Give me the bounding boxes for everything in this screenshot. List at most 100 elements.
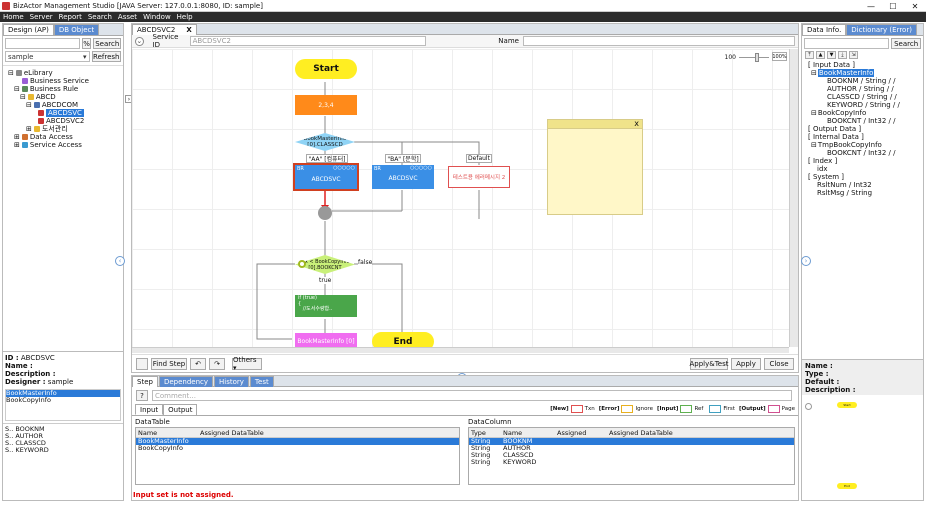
percent-button[interactable]: %: [81, 38, 92, 49]
tree-node-business-rule[interactable]: ⊟Business Rule: [14, 85, 79, 93]
table-row[interactable]: BookCopyInfo: [138, 444, 183, 452]
menu-server[interactable]: Server: [29, 13, 53, 21]
maximize-button[interactable]: ☐: [889, 1, 897, 11]
bookmaster-node[interactable]: BookMasterInfo [0]: [295, 333, 357, 350]
tab-output[interactable]: Output: [163, 404, 198, 415]
undo-button[interactable]: ↶: [190, 357, 206, 370]
flow-canvas[interactable]: 100 100% Start 2,3,4: [132, 49, 789, 351]
list-item[interactable]: S.. BOOKNM: [5, 425, 45, 433]
collapse-header-icon[interactable]: ⌄: [135, 36, 144, 46]
column-header[interactable]: Name: [503, 428, 523, 437]
move-bottom-icon[interactable]: ⤓: [838, 51, 847, 59]
menu-window[interactable]: Window: [143, 13, 171, 21]
service-name-field[interactable]: [522, 36, 795, 46]
service-node-abcdsvc-2[interactable]: BR ○○○○○ ABCDSVC: [372, 165, 434, 189]
tree-node[interactable]: [ Input Data ]: [808, 61, 855, 69]
tree-node-abcdsvc2[interactable]: ABCDSVC2: [6, 117, 120, 125]
move-top-icon[interactable]: ⤒: [805, 51, 814, 59]
list-item[interactable]: BookCopyInfo: [6, 396, 51, 404]
move-up-icon[interactable]: ▲: [816, 51, 825, 59]
decision-node-classcd[interactable]: BookMasterInfo [0].CLASSCD: [295, 133, 355, 151]
right-search-button[interactable]: Search: [891, 38, 921, 49]
tree-node-service-access[interactable]: ⊞Service Access: [14, 141, 82, 149]
tree-node[interactable]: idx: [817, 165, 828, 173]
close-tab-icon[interactable]: X: [186, 26, 192, 34]
menu-asset[interactable]: Asset: [117, 13, 138, 21]
comment-field[interactable]: Comment...: [152, 390, 792, 401]
vertical-scrollbar[interactable]: [789, 49, 798, 347]
memo-close-icon[interactable]: x: [634, 119, 639, 128]
apply-button[interactable]: Apply: [731, 357, 761, 370]
tree-node[interactable]: ⊟BookCopyInfo: [811, 109, 867, 117]
minimize-button[interactable]: —: [867, 1, 875, 11]
left-search-input[interactable]: [5, 38, 80, 49]
table-row[interactable]: BookMasterInfo: [136, 438, 459, 445]
tab-data-info[interactable]: Data Info.: [802, 24, 847, 35]
column-header[interactable]: Assigned: [557, 428, 587, 437]
if-code-block[interactable]: if (true) { //도서수량합..: [295, 295, 357, 317]
redo-button[interactable]: ↷: [209, 357, 225, 370]
right-chevron-icon[interactable]: ›: [801, 256, 811, 266]
tree-node[interactable]: [ Index ]: [808, 157, 838, 165]
tree-node[interactable]: BOOKCNT / Int32 / /: [827, 149, 896, 157]
tree-node-abcdsvc[interactable]: ABCDSVC: [6, 109, 120, 117]
tree-node[interactable]: RsltNum / Int32: [817, 181, 872, 189]
end-node[interactable]: End: [372, 332, 434, 351]
column-header[interactable]: Assigned DataTable: [200, 428, 264, 437]
tree-node[interactable]: ⊟TmpBookCopyInfo: [811, 141, 882, 149]
tree-node-data-access[interactable]: ⊞Data Access: [14, 133, 73, 141]
apply-test-button[interactable]: Apply&Test: [689, 357, 729, 370]
others-dropdown[interactable]: Others ▾: [232, 356, 262, 372]
column-header[interactable]: Type: [471, 428, 486, 437]
tree-node[interactable]: RsltMsg / String: [817, 189, 873, 197]
tab-test[interactable]: Test: [249, 376, 274, 387]
tree-node-abcdcom[interactable]: ⊟ABCDCOM: [26, 101, 79, 109]
tree-node[interactable]: BOOKCNT / Int32 / /: [827, 117, 896, 125]
tree-node[interactable]: [ System ]: [808, 173, 845, 181]
tree-node[interactable]: KEYWORD / String / /: [827, 101, 900, 109]
close-window-button[interactable]: ✕: [911, 1, 919, 11]
tree-node-business-service[interactable]: Business Service: [6, 77, 120, 85]
horizontal-scrollbar[interactable]: [132, 347, 789, 353]
step-node[interactable]: 2,3,4: [295, 95, 357, 115]
right-search-input[interactable]: [804, 38, 890, 49]
tab-db-object[interactable]: DB Object: [53, 24, 100, 35]
zoom-percent-button[interactable]: 100%: [772, 52, 787, 61]
tree-node-book-mgmt[interactable]: ⊞도서관리: [26, 125, 68, 133]
close-button[interactable]: Close: [764, 357, 794, 370]
tab-design-ap[interactable]: Design (AP): [3, 24, 54, 35]
toolbar-spacer-button[interactable]: [136, 357, 148, 370]
tab-dependency[interactable]: Dependency: [158, 376, 214, 387]
tree-node[interactable]: ⊟BookMasterInfo: [811, 69, 875, 77]
menu-help[interactable]: Help: [176, 13, 193, 21]
tree-node[interactable]: AUTHOR / String / /: [827, 85, 894, 93]
tree-node[interactable]: [ Output Data ]: [808, 125, 862, 133]
merge-node[interactable]: [318, 206, 332, 220]
tree-node[interactable]: BOOKNM / String / /: [827, 77, 896, 85]
column-header[interactable]: Name: [138, 428, 158, 437]
menu-home[interactable]: Home: [3, 13, 24, 21]
memo-note[interactable]: x: [547, 119, 643, 215]
tree-node-elibrary[interactable]: ⊟eLibrary: [8, 69, 53, 77]
left-search-button[interactable]: Search: [93, 38, 121, 49]
zoom-slider[interactable]: [739, 57, 769, 58]
mini-map[interactable]: Start End: [802, 395, 923, 505]
left-chevron-icon[interactable]: ‹: [115, 256, 125, 266]
expand-all-icon[interactable]: ⇲: [849, 51, 858, 59]
tab-input[interactable]: Input: [135, 404, 164, 415]
tab-step[interactable]: Step: [132, 376, 158, 387]
list-item[interactable]: S.. AUTHOR: [5, 432, 44, 440]
list-item[interactable]: S.. CLASSCD: [5, 439, 46, 447]
start-node[interactable]: Start: [295, 59, 357, 79]
tab-history[interactable]: History: [214, 376, 249, 387]
tab-dictionary-error[interactable]: Dictionary (Error): [846, 24, 917, 35]
tree-node[interactable]: [ Internal Data ]: [808, 133, 864, 141]
menu-report[interactable]: Report: [58, 13, 82, 21]
find-step-button[interactable]: Find Step: [151, 357, 187, 370]
menu-search[interactable]: Search: [87, 13, 112, 21]
